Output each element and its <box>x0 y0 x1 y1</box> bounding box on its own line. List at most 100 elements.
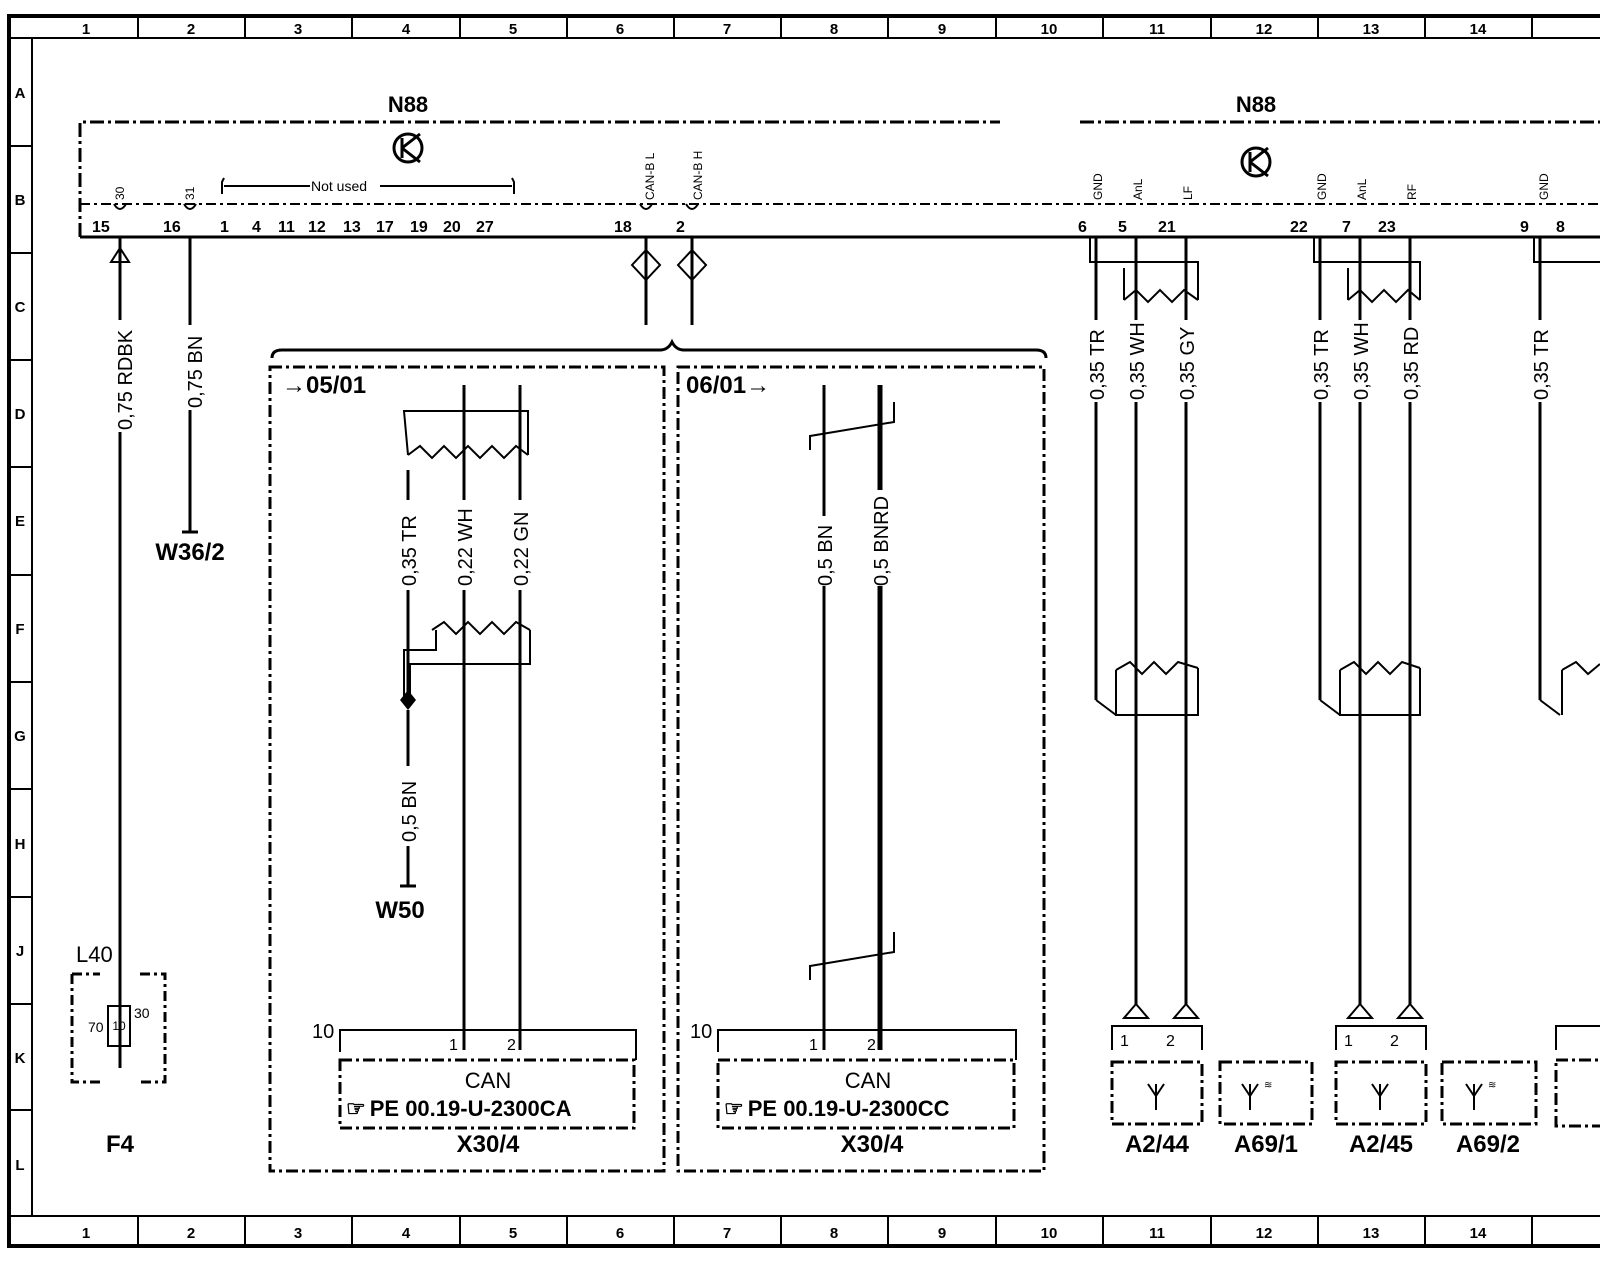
connector-pin: 1 <box>809 1037 818 1054</box>
row-label: H <box>15 836 26 853</box>
pin-label: AnL <box>1131 178 1145 200</box>
antenna-wires-partial: 0,35 TR <box>1530 237 1600 1128</box>
wire-label: 0,5 BN <box>815 525 837 586</box>
wire-label: 0,75 RDBK <box>115 329 137 430</box>
transistor-icon <box>392 132 424 164</box>
module-n88-right: N88 6 5 21 22 7 23 9 8 GND AnL LF GND An… <box>1000 92 1600 239</box>
panel-ref: 06/01→ <box>686 372 770 399</box>
connector-pin: 2 <box>867 1037 876 1054</box>
connector-pin: 2 <box>1390 1033 1399 1050</box>
pin-number: 21 <box>1158 219 1176 236</box>
connector-pin-count: 10 <box>312 1021 334 1043</box>
pin-label: 31 <box>183 186 197 200</box>
antenna-icon <box>1147 1083 1165 1110</box>
col-label-bottom: 14 <box>1470 1225 1487 1242</box>
pin-number: 12 <box>308 219 326 236</box>
module-name: N88 <box>388 92 428 117</box>
wire-label: 0,35 RD <box>1401 327 1423 400</box>
ground-point-label: W50 <box>375 897 424 924</box>
component-label: A69/2 <box>1456 1131 1520 1158</box>
wire-label: 0,22 WH <box>455 508 477 586</box>
col-label-top: 4 <box>402 21 411 38</box>
row-label: L <box>15 1157 24 1174</box>
col-label-top: 6 <box>616 21 624 38</box>
pin-label: GND <box>1537 173 1551 200</box>
antenna-icon: ≋ <box>1241 1080 1272 1110</box>
wire-label: 0,35 TR <box>399 515 421 586</box>
component-label: A2/45 <box>1349 1131 1413 1158</box>
pin-label: CAN-B H <box>691 151 705 200</box>
pin-label: AnL <box>1355 178 1369 200</box>
fuse-label: F4 <box>106 1131 135 1158</box>
row-label: G <box>14 728 26 745</box>
antenna-a69-1: ≋ A69/1 <box>1218 1060 1314 1158</box>
col-label-top: 8 <box>830 21 838 38</box>
col-label-top: 1 <box>82 21 90 38</box>
connector-pin: 2 <box>507 1037 516 1054</box>
row-label: E <box>15 513 25 530</box>
wire-ground: 0,75 BN W36/2 <box>155 237 225 566</box>
row-label: J <box>16 943 24 960</box>
antenna-icon <box>1371 1083 1389 1110</box>
antenna-icon: ≋ <box>1465 1080 1496 1110</box>
pin-label: CAN-B L <box>643 152 657 200</box>
transistor-icon <box>1240 146 1272 178</box>
svg-text:≋: ≋ <box>1488 1080 1496 1091</box>
pin-number: 17 <box>376 219 394 236</box>
col-label-top: 14 <box>1470 21 1487 38</box>
row-label: K <box>15 1050 26 1067</box>
connector-pin: 1 <box>1344 1033 1353 1050</box>
pin-number: 8 <box>1556 219 1565 236</box>
wire-label: 0,35 WH <box>1127 322 1149 400</box>
col-label-top: 11 <box>1149 21 1165 38</box>
col-label-bottom: 4 <box>402 1225 411 1242</box>
col-label-bottom: 10 <box>1041 1225 1058 1242</box>
pin-number: 22 <box>1290 219 1308 236</box>
can-label: CAN <box>845 1068 891 1093</box>
connector-pin: 2 <box>1166 1033 1175 1050</box>
connector-label: X30/4 <box>457 1131 520 1158</box>
col-label-top: 7 <box>723 21 731 38</box>
can-label: CAN <box>465 1068 511 1093</box>
can-wires <box>270 237 1048 359</box>
fuse-pin-label: 70 <box>88 1019 104 1035</box>
connector-pin: 1 <box>449 1037 458 1054</box>
pin-number: 23 <box>1378 219 1396 236</box>
connector-pin-count: 10 <box>690 1021 712 1043</box>
pin-number: 19 <box>410 219 428 236</box>
wire-label: 0,35 WH <box>1351 322 1373 400</box>
grid-ticks <box>9 16 1533 1246</box>
col-label-bottom: 6 <box>616 1225 624 1242</box>
col-label-bottom: 12 <box>1256 1225 1273 1242</box>
pin-label: LF <box>1181 186 1195 200</box>
antenna-a2-44: 1 2 A2/44 <box>1110 1025 1204 1158</box>
antenna-wires-right: 0,35 TR 0,35 WH 0,35 RD <box>1310 237 1425 1019</box>
wire-label: 0,35 TR <box>1087 329 1109 400</box>
wire-label: 0,5 BN <box>399 781 421 842</box>
antenna-a2-45: 1 2 A2/45 <box>1334 1025 1428 1158</box>
col-label-bottom: 2 <box>187 1225 195 1242</box>
pin-number: 20 <box>443 219 461 236</box>
fuse-number: 10 <box>112 1019 126 1033</box>
pin-number: 6 <box>1078 219 1087 236</box>
fuse-pin-label: 30 <box>134 1005 150 1021</box>
outer-frame <box>7 14 1600 1248</box>
antenna-wires-left: 0,35 TR 0,35 WH 0,35 GY <box>1086 237 1201 1019</box>
ground-point-label: W36/2 <box>155 539 224 566</box>
wire-label: 0,35 TR <box>1311 329 1333 400</box>
col-label-top: 13 <box>1363 21 1380 38</box>
pin-label: RF <box>1405 184 1419 200</box>
not-used-label: Not used <box>311 178 367 194</box>
pin-number: 9 <box>1520 219 1529 236</box>
col-label-bottom: 13 <box>1363 1225 1380 1242</box>
antenna-a69-2: ≋ A69/2 <box>1440 1060 1538 1158</box>
pin-number: 7 <box>1342 219 1351 236</box>
col-label-bottom: 7 <box>723 1225 731 1242</box>
row-label: F <box>15 621 24 638</box>
pin-number: 18 <box>614 219 632 236</box>
wire-label: 0,35 TR <box>1531 329 1553 400</box>
row-label: C <box>15 299 26 316</box>
col-label-bottom: 3 <box>294 1225 302 1242</box>
col-label-bottom: 5 <box>509 1225 517 1242</box>
